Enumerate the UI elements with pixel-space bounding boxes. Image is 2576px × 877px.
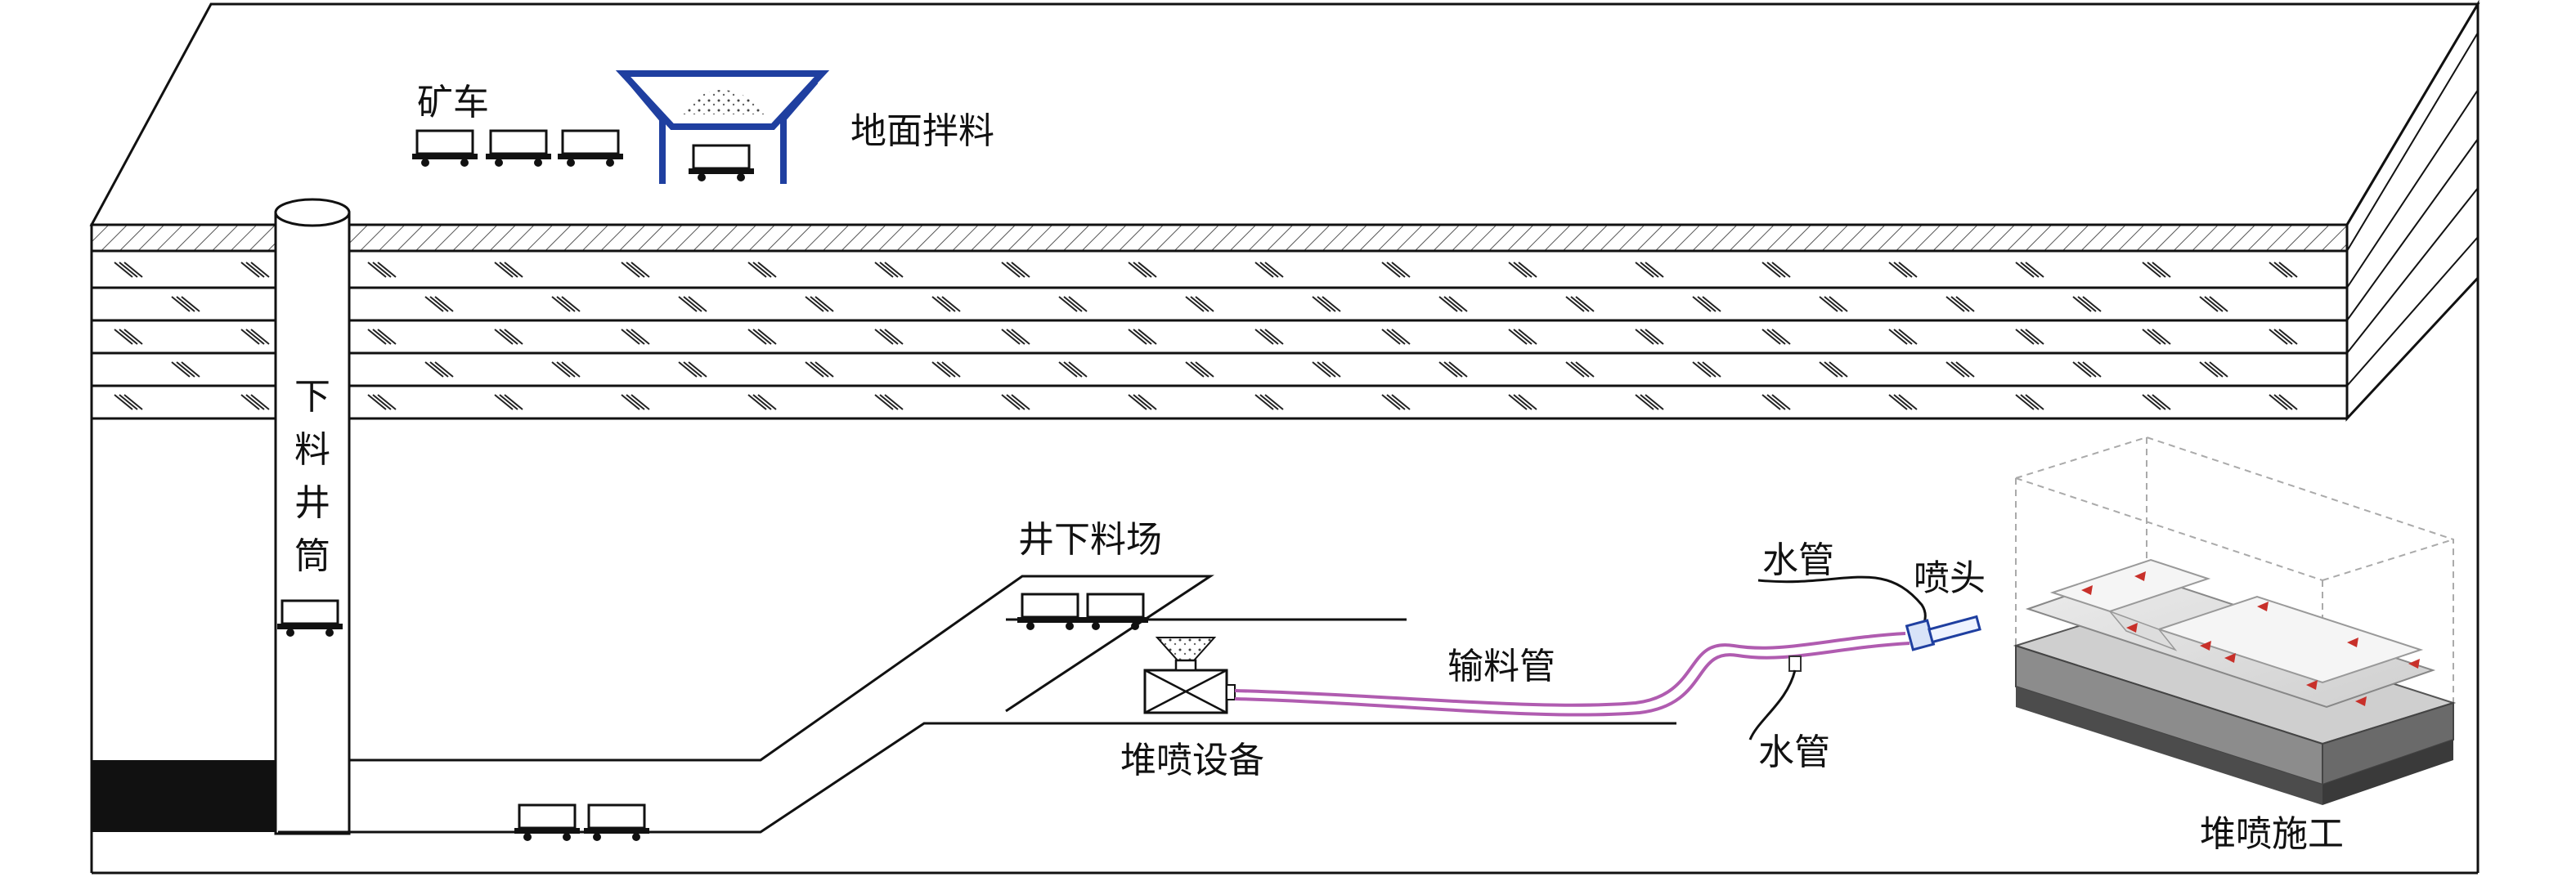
label-mine-cart: 矿车 xyxy=(417,82,489,123)
conveying-pipe xyxy=(1234,632,1910,717)
label-water-pipe-top: 水管 xyxy=(1762,539,1834,581)
flow-arrow-icon xyxy=(2224,653,2236,663)
surface-mixing-hopper xyxy=(615,70,830,184)
flow-arrow-icon xyxy=(2081,585,2093,595)
flow-arrow-icon xyxy=(2200,641,2211,651)
label-surface-mixing: 地面拌料 xyxy=(850,110,994,152)
flow-arrow-icon xyxy=(2408,659,2420,669)
flow-arrow-icon xyxy=(2257,602,2269,611)
label-shaft-2: 料 xyxy=(294,429,330,471)
spray-construction-block xyxy=(2013,436,2457,805)
mine-cart xyxy=(514,803,580,841)
feed-shaft xyxy=(274,198,351,835)
mine-cart xyxy=(277,599,343,637)
flow-arrows xyxy=(2081,571,2420,706)
spraying-equipment-unit xyxy=(1143,637,1236,714)
flow-arrow-icon xyxy=(2306,680,2318,690)
mine-cart xyxy=(558,129,623,167)
label-conveying-pipe: 输料管 xyxy=(1447,646,1555,687)
flow-arrow-icon xyxy=(2134,571,2146,581)
label-water-pipe-bottom: 水管 xyxy=(1758,732,1830,773)
label-nozzle: 喷头 xyxy=(1914,557,1986,599)
mine-cart xyxy=(1083,593,1148,630)
flow-arrow-icon xyxy=(2347,638,2358,647)
spray-nozzle xyxy=(1905,615,1981,651)
section-frame xyxy=(90,225,2480,875)
mine-cart xyxy=(1017,593,1083,630)
label-spraying-construction: 堆喷施工 xyxy=(2200,813,2344,855)
flow-arrow-icon xyxy=(2126,623,2138,633)
label-underground-yard: 井下料场 xyxy=(1018,519,1162,561)
mine-cart xyxy=(689,144,754,181)
ore-body-fill xyxy=(92,760,278,832)
label-shaft-4: 筒 xyxy=(294,535,330,577)
label-shaft-3: 井 xyxy=(294,482,330,524)
flow-arrow-icon xyxy=(2355,696,2367,706)
mine-cart xyxy=(486,129,551,167)
mine-cart xyxy=(584,803,649,841)
mine-cart xyxy=(412,129,478,167)
label-shaft-1: 下 xyxy=(294,376,330,418)
mine-carts xyxy=(277,129,1148,841)
label-spraying-equipment: 堆喷设备 xyxy=(1120,740,1264,781)
strata-marks xyxy=(114,262,2298,410)
underground-drifts xyxy=(278,575,1676,834)
